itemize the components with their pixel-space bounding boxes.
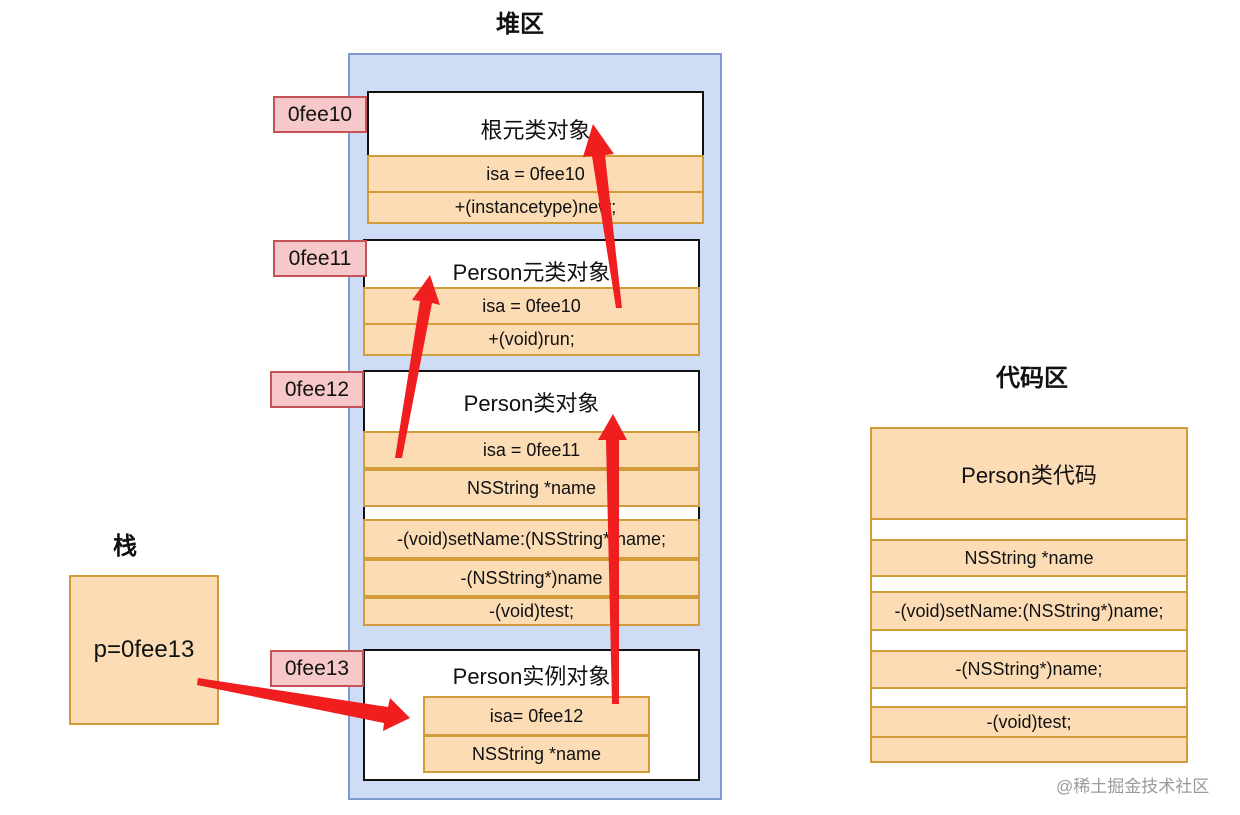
- person-class-name-field: NSString *name: [363, 469, 700, 507]
- stack-title: 栈: [113, 533, 137, 560]
- person-metaclass-address: 0fee11: [273, 240, 367, 277]
- root-metaclass-title: 根元类对象: [480, 118, 591, 143]
- root-metaclass-object: 根元类对象 isa = 0fee10 +(instancetype)new;: [367, 91, 704, 224]
- person-class-getter-field: -(NSString*)name: [363, 559, 700, 597]
- code-empty-field: [870, 736, 1188, 763]
- stack-pointer-box: p=0fee13: [69, 575, 219, 725]
- code-test-field: -(void)test;: [870, 706, 1188, 738]
- person-instance-title: Person实例对象: [452, 664, 611, 689]
- person-metaclass-isa-field: isa = 0fee10: [363, 287, 700, 325]
- person-instance-address: 0fee13: [270, 650, 364, 687]
- code-title: 代码区: [996, 365, 1068, 392]
- person-instance-object: Person实例对象 isa= 0fee12 NSString *name: [363, 649, 700, 781]
- root-metaclass-method-field: +(instancetype)new;: [367, 191, 704, 224]
- person-instance-name-field: NSString *name: [423, 735, 650, 773]
- root-metaclass-isa-field: isa = 0fee10: [367, 155, 704, 193]
- person-class-setter-field: -(void)setName:(NSString*)name;: [363, 519, 700, 559]
- code-getter-field: -(NSString*)name;: [870, 650, 1188, 689]
- code-region: Person类代码 NSString *name -(void)setName:…: [870, 427, 1188, 763]
- person-class-isa-field: isa = 0fee11: [363, 431, 700, 469]
- person-instance-isa-field: isa= 0fee12: [423, 696, 650, 736]
- code-name-field: NSString *name: [870, 539, 1188, 577]
- person-metaclass-method-field: +(void)run;: [363, 323, 700, 356]
- person-metaclass-object: Person元类对象 isa = 0fee10 +(void)run;: [363, 239, 700, 356]
- watermark: @稀土掘金技术社区: [1056, 777, 1210, 796]
- person-class-test-field: -(void)test;: [363, 597, 700, 626]
- person-class-object: Person类对象 isa = 0fee11 NSString *name -(…: [363, 370, 700, 626]
- code-setter-field: -(void)setName:(NSString*)name;: [870, 591, 1188, 631]
- root-metaclass-address: 0fee10: [273, 96, 367, 133]
- heap-title: 堆区: [496, 11, 544, 38]
- code-class-title: Person类代码: [872, 429, 1186, 520]
- person-class-title: Person类对象: [463, 391, 600, 416]
- person-class-address: 0fee12: [270, 371, 364, 408]
- person-metaclass-title: Person元类对象: [452, 260, 611, 285]
